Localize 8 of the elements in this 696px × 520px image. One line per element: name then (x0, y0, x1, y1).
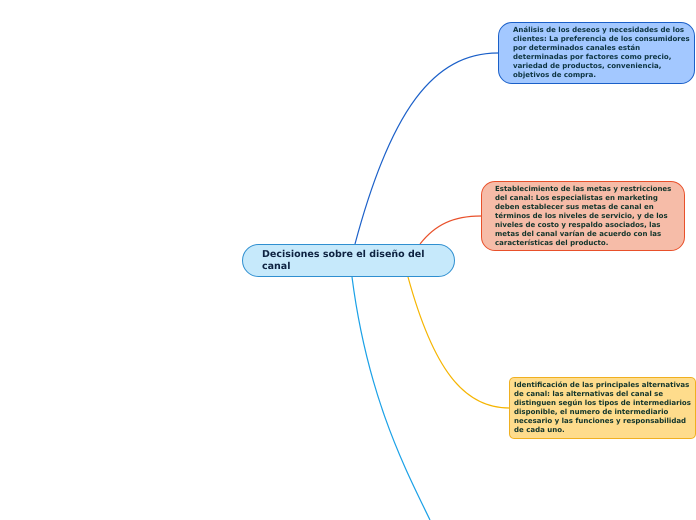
connector-line (420, 215, 482, 244)
connector-line (351, 276, 431, 520)
connector-line (354, 52, 498, 244)
subtopic-box (481, 181, 685, 251)
connector-line (407, 276, 510, 409)
subtopic-box (498, 22, 695, 84)
node-text: Decisiones sobre el diseño del canal (262, 248, 426, 272)
topic-box (242, 244, 455, 277)
